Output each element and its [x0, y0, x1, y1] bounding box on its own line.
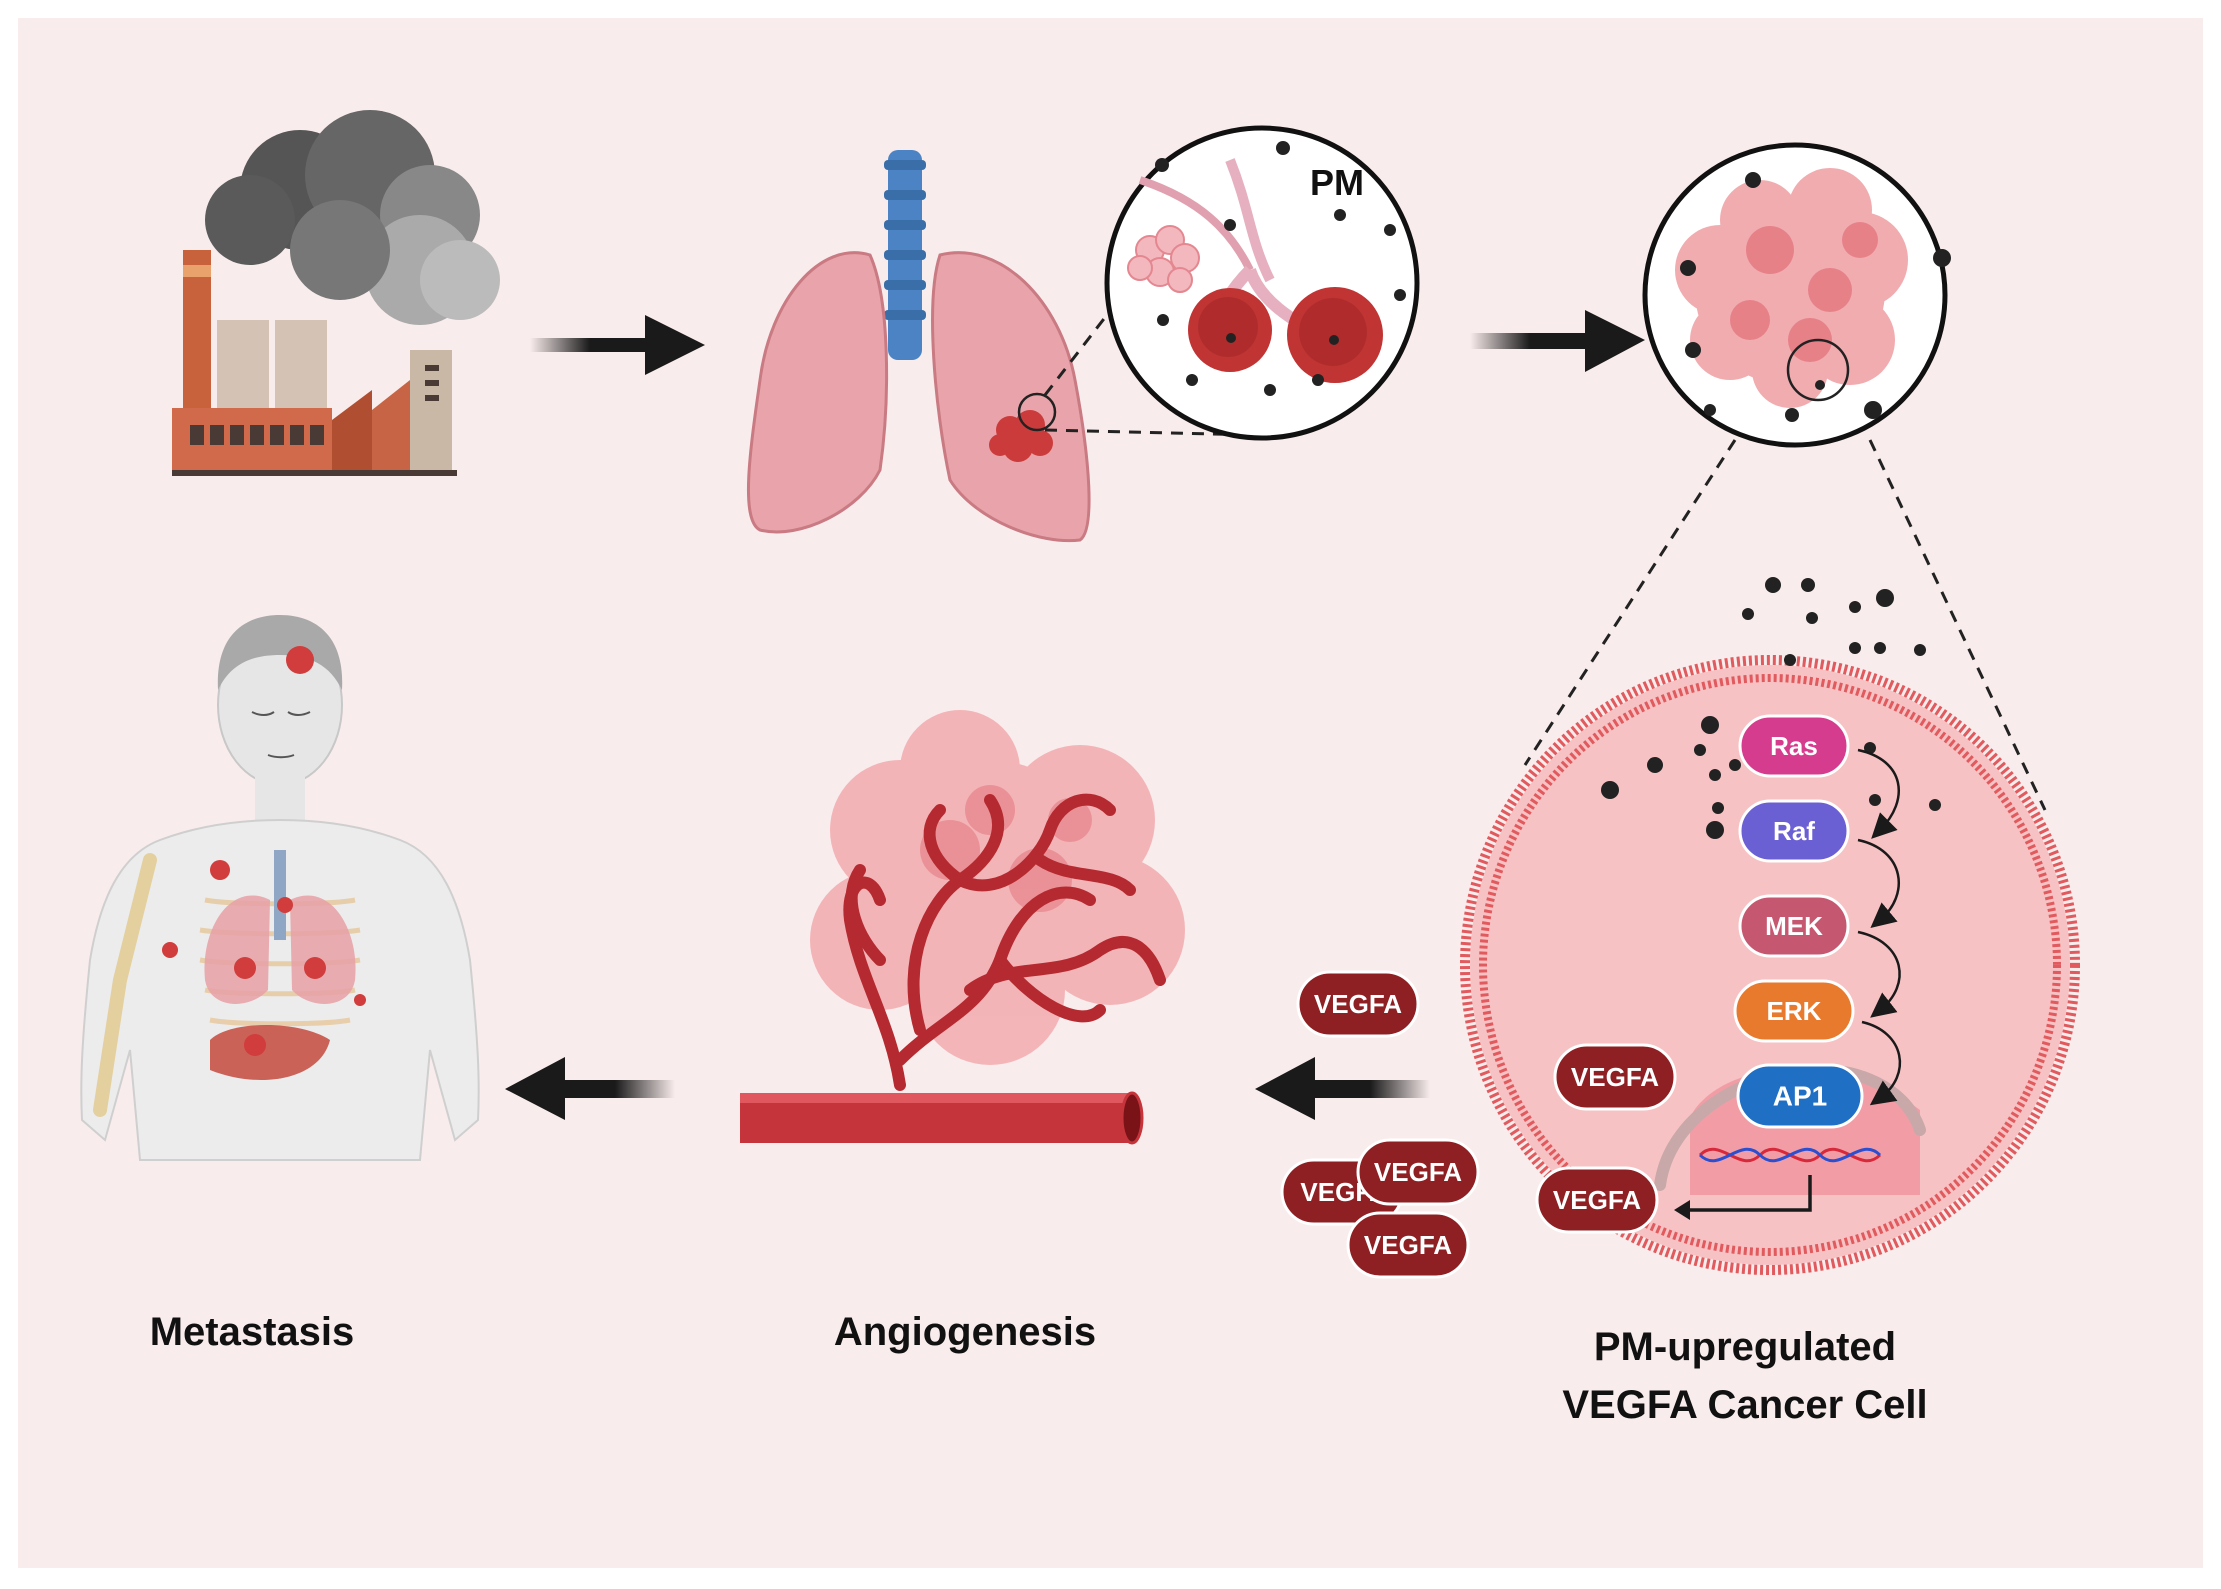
vegfa-pill-cell-lower-label: VEGFA — [1553, 1185, 1641, 1215]
human-figure-icon — [80, 615, 480, 1161]
pathway-erk-label: ERK — [1767, 996, 1822, 1026]
pathway-arrows — [1674, 748, 1902, 1220]
arrow-angiogenesis-to-metastasis — [505, 1057, 675, 1120]
vegfa-pill-cell-upper-label: VEGFA — [1571, 1062, 1659, 1092]
vegfa-pill-cluster-bottom-label: VEGFA — [1364, 1230, 1452, 1260]
zoom-lines-cell — [1523, 439, 2047, 811]
alveoli-magnifier — [1104, 125, 1420, 441]
arrow-cell-to-angiogenesis — [1255, 1057, 1430, 1120]
pathway-erk: ERK — [1733, 979, 1855, 1043]
cancer-cell-label-line1: PM-upregulated — [1594, 1325, 1896, 1369]
pathway-ras-label: Ras — [1770, 731, 1818, 761]
pathway-raf-label: Raf — [1773, 816, 1815, 846]
factory-icon — [172, 110, 500, 476]
vegfa-pill-cell-upper: VEGFA — [1553, 1043, 1677, 1111]
vegfa-pill-cluster-top-label: VEGFA — [1374, 1157, 1462, 1187]
metastasis-label: Metastasis — [150, 1310, 355, 1354]
angiogenesis-label: Angiogenesis — [834, 1310, 1096, 1354]
arrow-factory-to-lungs — [530, 315, 705, 375]
tumor-magnifier — [1642, 142, 1948, 448]
vegfa-pill-cluster-bottom: VEGFA — [1346, 1211, 1470, 1279]
pathway-mek: MEK — [1738, 894, 1850, 958]
pathway-ap1: AP1 — [1736, 1063, 1864, 1129]
vegfa-pill-secreted-top: VEGFA — [1296, 970, 1420, 1038]
pm-label: PM — [1310, 162, 1364, 203]
pm-particles — [1155, 141, 1951, 839]
lungs-icon — [747, 150, 1091, 543]
pathway-raf: Raf — [1738, 799, 1850, 863]
cancer-cell-label-line2: VEGFA Cancer Cell — [1562, 1383, 1927, 1427]
arrow-to-tumor — [1470, 310, 1645, 372]
vegfa-pill-cluster-top: VEGFA — [1356, 1138, 1480, 1206]
vegfa-pill-secreted-top-label: VEGFA — [1314, 989, 1402, 1019]
angiogenesis-icon — [740, 710, 1185, 1145]
pathway-mek-label: MEK — [1765, 911, 1823, 941]
vegfa-pill-cell-lower: VEGFA — [1535, 1166, 1659, 1234]
pathway-ap1-label: AP1 — [1773, 1081, 1827, 1112]
pathway-ras: Ras — [1738, 714, 1850, 778]
cancer-cell — [1460, 655, 2080, 1275]
